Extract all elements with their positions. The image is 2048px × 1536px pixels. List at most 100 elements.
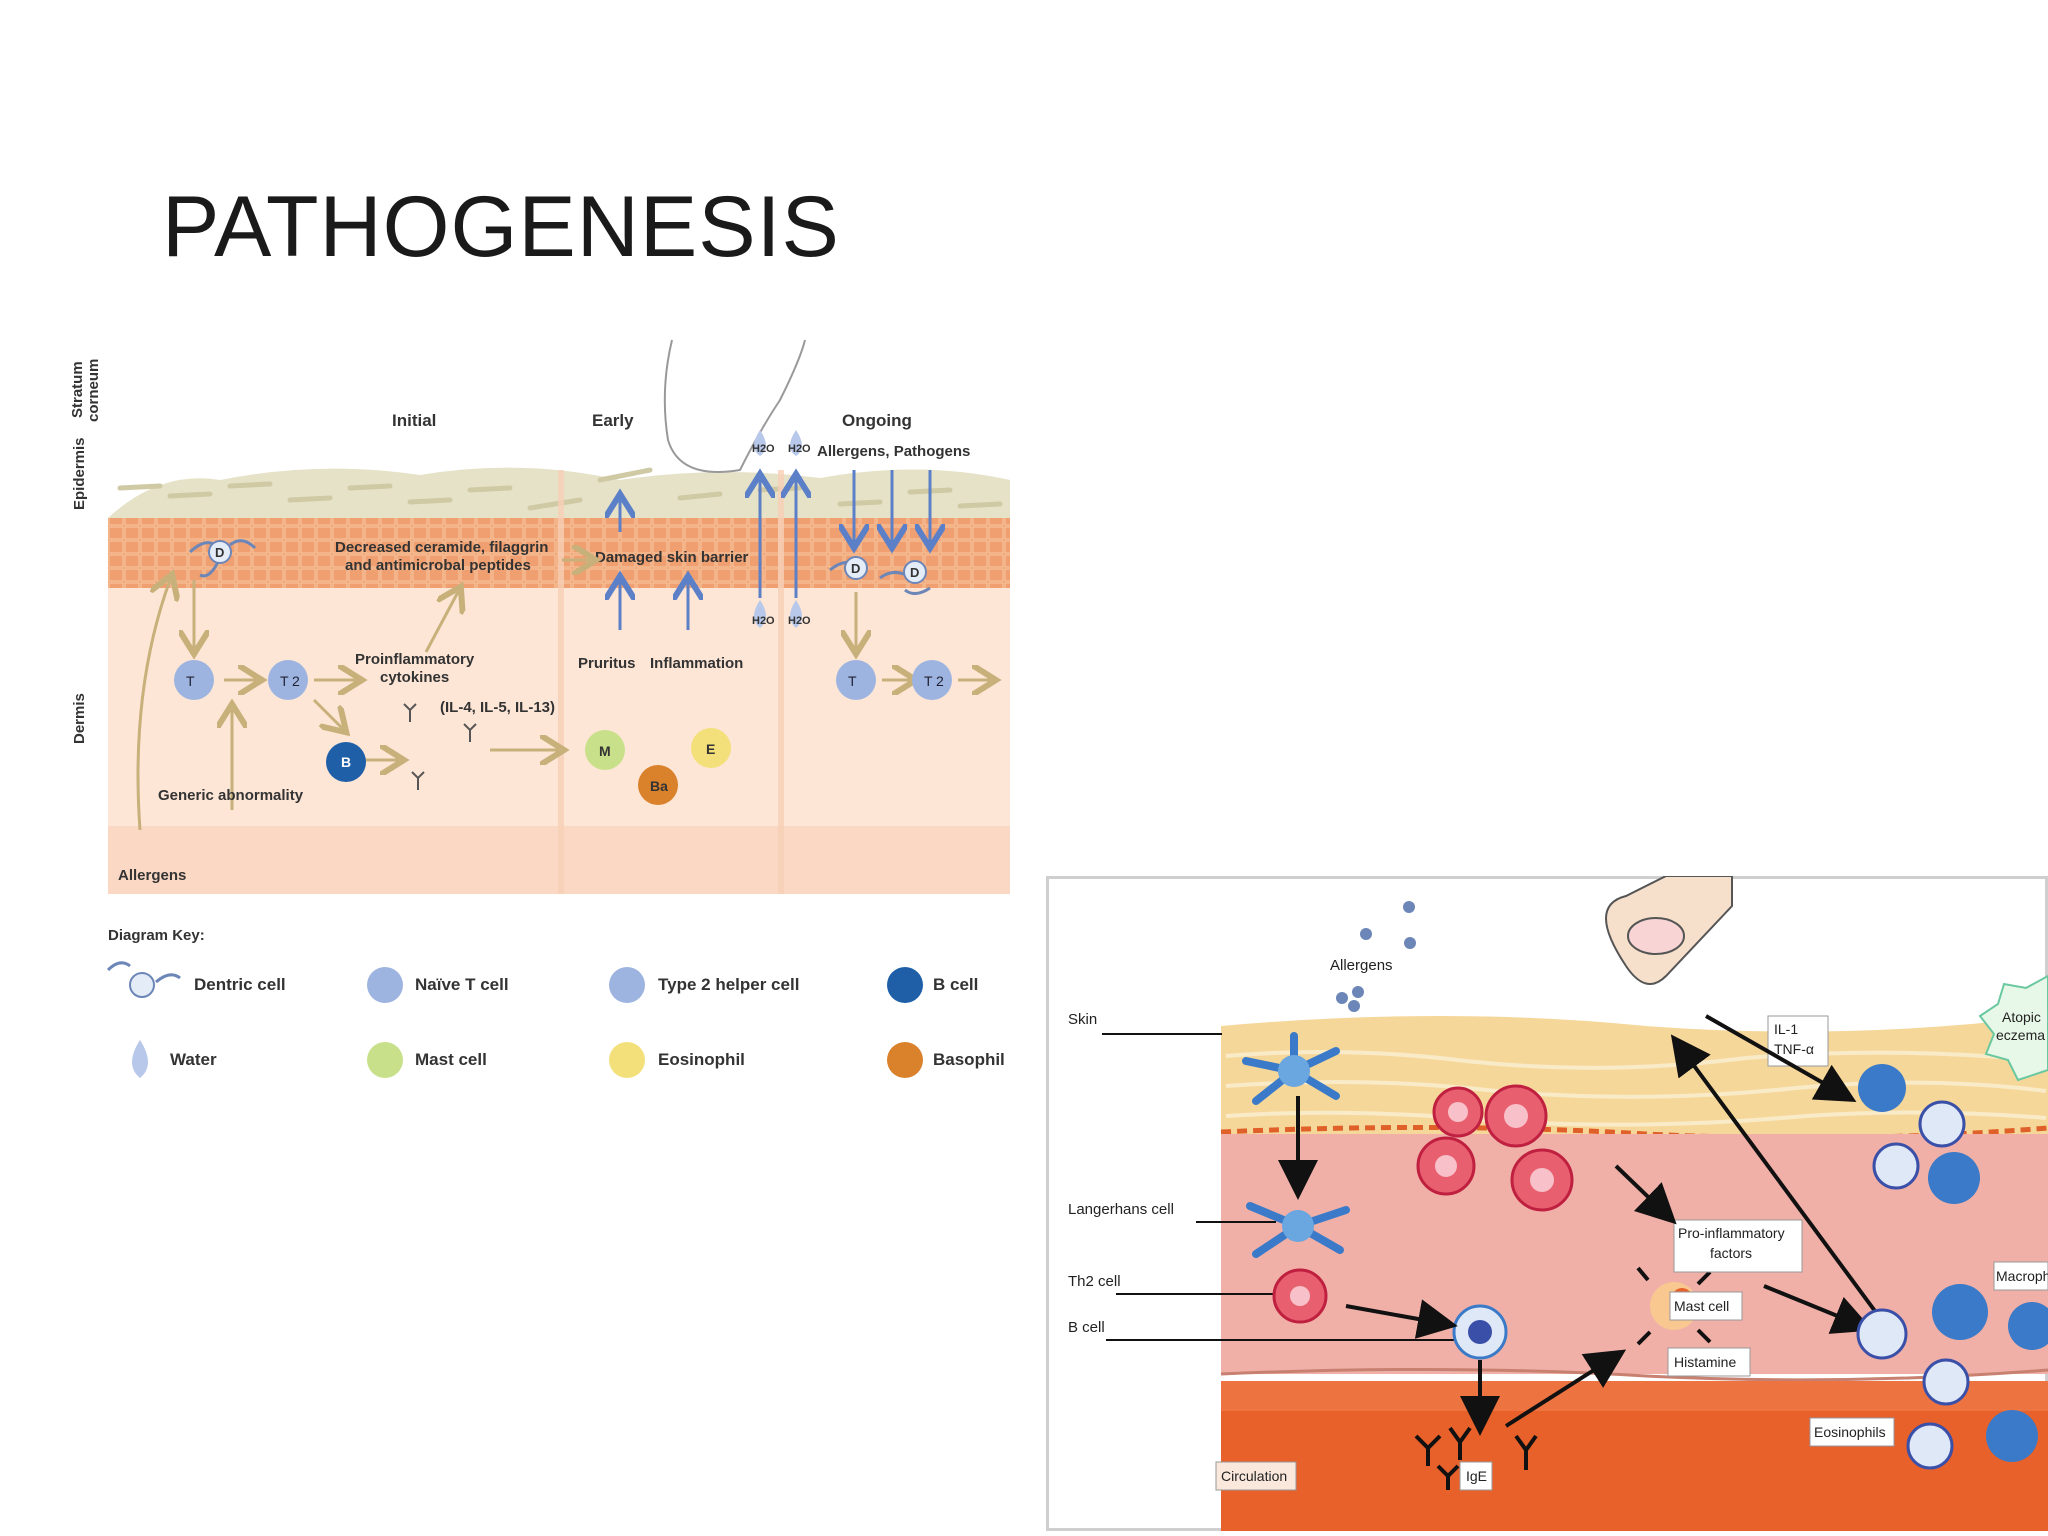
generic-abnormality-label: Generic abnormality [158,787,304,804]
svg-text:T: T [848,673,857,689]
ceramide-label-2: and antimicrobal peptides [345,557,531,574]
epidermis-label: Epidermis [71,437,88,510]
macrophage-label: Macropha [1996,1268,2048,1284]
damaged-barrier-label: Damaged skin barrier [595,549,749,566]
key-heading: Diagram Key: [108,927,205,944]
dermis-label: Dermis [71,693,88,744]
atopic-eczema-badge [1978,974,2048,1082]
phase-initial: Initial [392,411,436,430]
pruritus-label: Pruritus [578,655,636,672]
svg-text:D: D [215,545,224,560]
key-mast: Mast cell [367,1042,487,1078]
atopic-label-1: Atopic [2002,1009,2041,1025]
svg-text:Water: Water [170,1050,217,1069]
skin-texture [1225,1050,2047,1127]
svg-text:Eosinophil: Eosinophil [658,1050,745,1069]
langerhans-cell-bottom [1246,1202,1350,1258]
inflammation-label: Inflammation [650,655,743,672]
svg-text:M: M [599,743,611,759]
circulation-label: Circulation [1221,1468,1287,1484]
stratum-label: Stratum [69,361,86,418]
naive-t-cell-initial: T [174,660,214,700]
corneum-label: corneum [85,359,102,422]
skin-surface [1221,1016,2048,1134]
proinflam-factors-1: Pro-inflammatory [1678,1225,1785,1241]
svg-text:H2O: H2O [752,443,775,455]
phase-ongoing: Ongoing [842,411,912,430]
key-naive-t: Naïve T cell [367,967,509,1003]
il1-label: IL-1 [1774,1021,1798,1037]
allergens-pathogens-label: Allergens, Pathogens [817,443,970,460]
langerhans-cell-top [1242,1032,1340,1105]
allergens-label: Allergens [118,867,186,884]
svg-text:T: T [280,673,289,689]
tan-arrows [136,580,990,831]
corneum-flakes [117,467,1003,511]
skin-barrier-diagram: Stratum corneum Epidermis Dermis Initial… [69,339,1010,1078]
key-bcell: B cell [887,967,978,1003]
key-basophil: Basophil [887,1042,1005,1078]
finger-outline [663,339,806,473]
svg-text:2: 2 [292,673,300,689]
allergens-label-2: Allergens [1330,957,1393,974]
ige-antibodies [1414,1426,1538,1490]
b-cell: B [326,742,366,782]
langerhans-label: Langerhans cell [1068,1201,1174,1218]
antibodies [403,703,477,790]
eczema-immune-diagram: Allergens Skin Langerhans cell Th2 cell … [1046,876,2048,1531]
allergen-particles [1336,901,1416,1012]
basophil-cell: Ba [638,765,678,805]
svg-text:Ba: Ba [650,778,668,794]
eosinophils-label: Eosinophils [1814,1424,1886,1440]
th2-cell-ongoing: T 2 [912,660,952,700]
bcell-label: B cell [1068,1319,1105,1336]
key-dentric: Dentric cell [106,961,286,998]
svg-text:Basophil: Basophil [933,1050,1005,1069]
svg-text:Dentric cell: Dentric cell [194,975,286,994]
dermis-region [1221,1134,2048,1374]
ige-label: IgE [1466,1468,1487,1484]
dendritic-cell-ongoing: D D [829,556,931,595]
atopic-label-2: eczema [1996,1027,2045,1043]
proinflam-factors-2: factors [1710,1245,1752,1261]
red-cells [1272,1084,1574,1324]
water-drops: H2O H2O H2O H2O [752,430,811,628]
svg-text:2: 2 [936,673,944,689]
svg-text:D: D [910,565,919,580]
th2-label: Th2 cell [1068,1273,1121,1290]
ceramide-label-1: Decreased ceramide, filaggrin [335,539,548,556]
eosinophil-cell: E [691,728,731,768]
skin-label: Skin [1068,1011,1097,1028]
naive-t-cell-ongoing: T [836,660,876,700]
histamine-label: Histamine [1674,1354,1736,1370]
svg-text:Mast cell: Mast cell [415,1050,487,1069]
layer-labels: Stratum corneum Epidermis Dermis [69,359,102,744]
proinflam-label-1: Proinflammatory [355,651,475,668]
svg-text:B: B [341,754,351,770]
svg-text:H2O: H2O [788,615,811,627]
key-water: Water [132,1040,217,1078]
svg-text:Naïve T cell: Naïve T cell [415,975,509,994]
interleukins-label: (IL-4, IL-5, IL-13) [440,699,555,716]
tnf-label: TNF-α [1774,1041,1814,1057]
svg-text:T: T [186,673,195,689]
mast-cell: M [585,730,625,770]
svg-text:D: D [851,561,860,576]
dendritic-cell-initial: D [188,539,257,578]
immune-cells-right [1856,1064,2048,1470]
th2-cell-initial: T 2 [268,660,308,700]
svg-text:E: E [706,741,715,757]
key-th2: Type 2 helper cell [609,967,799,1003]
svg-text:H2O: H2O [752,615,775,627]
mast-cell-label: Mast cell [1674,1298,1729,1314]
svg-text:B cell: B cell [933,975,978,994]
svg-text:T: T [924,673,933,689]
b-cell-2 [1452,1304,1508,1360]
key-eosinophil: Eosinophil [609,1042,745,1078]
blue-arrows [620,470,930,630]
proinflam-label-2: cytokines [380,669,449,686]
slide-title: PATHOGENESIS [162,179,840,275]
svg-text:H2O: H2O [788,443,811,455]
phase-early: Early [592,411,634,430]
svg-text:Type 2 helper cell: Type 2 helper cell [658,975,799,994]
